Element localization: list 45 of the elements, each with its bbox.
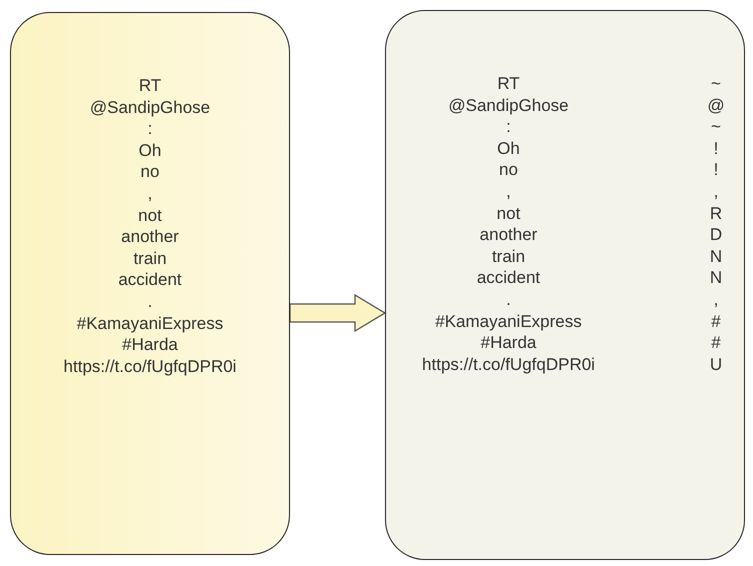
token-text: accident bbox=[117, 269, 183, 291]
token-text: #Harda bbox=[121, 334, 179, 356]
token-text: not bbox=[496, 202, 522, 224]
token-text: . bbox=[505, 288, 512, 311]
token-text: , bbox=[505, 180, 512, 203]
token-text: . bbox=[146, 290, 154, 313]
tag-text: ~ bbox=[710, 73, 722, 95]
token-text: Oh bbox=[138, 140, 162, 162]
token-text: train bbox=[132, 248, 168, 270]
tag-text: U bbox=[708, 354, 724, 376]
token-text: train bbox=[490, 246, 526, 268]
tag-text: ! bbox=[712, 138, 720, 160]
tag-text: ! bbox=[712, 159, 720, 181]
tag-text: # bbox=[710, 332, 722, 354]
tag-text: ~ bbox=[710, 116, 722, 138]
token-text: another bbox=[120, 226, 180, 248]
tag-text: @ bbox=[706, 94, 726, 116]
token-text: , bbox=[146, 182, 154, 205]
token-text: no bbox=[498, 159, 519, 181]
block-arrow bbox=[289, 294, 386, 332]
token-text: #Harda bbox=[480, 332, 538, 354]
token-text: #KamayaniExpress bbox=[76, 312, 224, 334]
token-text: @SandipGhose bbox=[447, 94, 570, 116]
token-text: accident bbox=[476, 267, 542, 289]
token-text: https://t.co/fUgfqDPR0i bbox=[62, 356, 238, 378]
token-text: no bbox=[140, 161, 160, 183]
rounded-box bbox=[10, 12, 290, 555]
token-text: not bbox=[137, 204, 163, 226]
token-text: @SandipGhose bbox=[88, 96, 212, 118]
token-text: #KamayaniExpress bbox=[434, 310, 583, 332]
token-text: RT bbox=[496, 73, 521, 95]
token-text: https://t.co/fUgfqDPR0i bbox=[421, 354, 596, 376]
tag-text: D bbox=[708, 224, 724, 246]
token-text: : bbox=[505, 116, 512, 138]
token-text: : bbox=[146, 118, 154, 140]
tag-text: # bbox=[710, 310, 722, 332]
tag-text: N bbox=[708, 267, 724, 289]
token-text: another bbox=[478, 224, 538, 246]
token-text: RT bbox=[138, 75, 162, 97]
tag-text: , bbox=[712, 180, 720, 203]
tag-text: , bbox=[712, 288, 720, 311]
rounded-box bbox=[385, 10, 745, 560]
token-text: Oh bbox=[496, 138, 521, 160]
tag-text: N bbox=[708, 246, 724, 268]
tag-text: R bbox=[708, 202, 724, 224]
